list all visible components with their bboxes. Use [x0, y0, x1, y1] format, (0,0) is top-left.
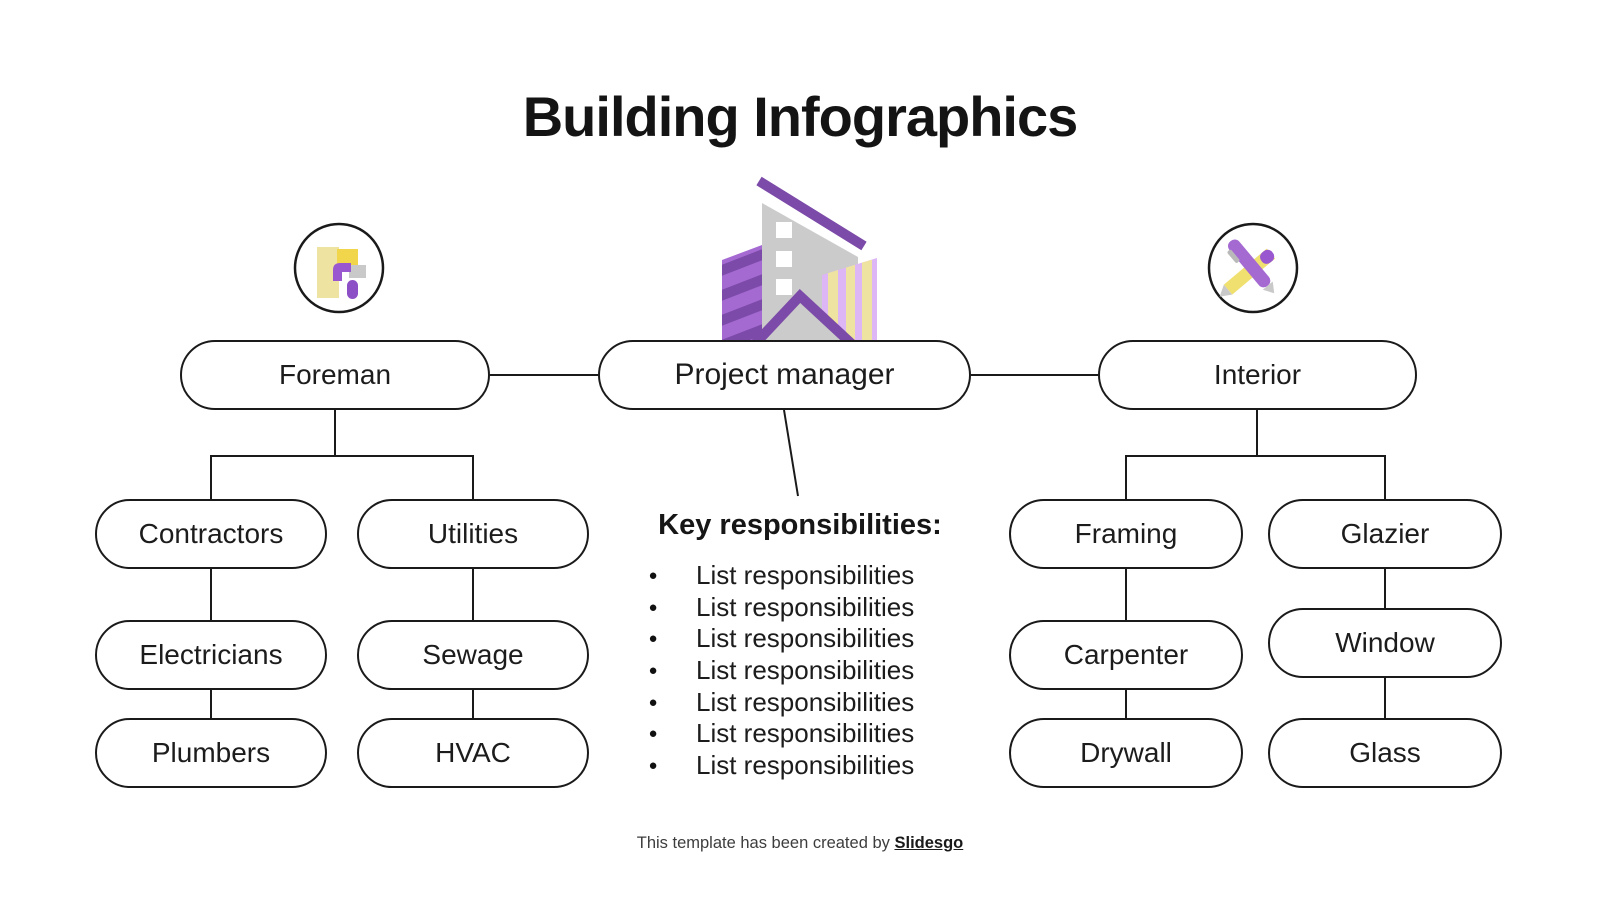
- bullet-icon: ●: [648, 662, 658, 680]
- responsibility-text: List responsibilities: [696, 686, 915, 717]
- node-glazier-label: Glazier: [1340, 518, 1430, 549]
- node-plumbers-label: Plumbers: [151, 737, 271, 768]
- node-foreman-label: Foreman: [278, 359, 392, 390]
- node-drywall: Drywall: [1009, 718, 1243, 788]
- responsibility-text: List responsibilities: [696, 718, 915, 749]
- responsibility-item: ● List responsibilities: [620, 655, 1000, 687]
- node-carpenter: Carpenter: [1009, 620, 1243, 690]
- bullet-icon: ●: [648, 630, 658, 648]
- footer-text: This template has been created by: [636, 834, 890, 852]
- bullet-icon: ●: [648, 693, 658, 711]
- responsibility-text: List responsibilities: [696, 560, 915, 591]
- bullet-icon: ●: [648, 756, 658, 774]
- node-glazier: Glazier: [1268, 499, 1502, 569]
- responsibility-item: ● List responsibilities: [620, 718, 1000, 750]
- bullet-icon: ●: [648, 725, 658, 743]
- responsibility-item: ● List responsibilities: [620, 592, 1000, 624]
- crossed-pencils-icon: [1207, 222, 1299, 314]
- node-framing: Framing: [1009, 499, 1243, 569]
- footer-attribution: This template has been created by Slides…: [0, 834, 1600, 853]
- node-hvac-label: HVAC: [435, 737, 511, 768]
- node-utilities: Utilities: [357, 499, 589, 569]
- responsibility-text: List responsibilities: [696, 591, 915, 622]
- node-drywall-label: Drywall: [1080, 737, 1172, 768]
- node-interior: Interior: [1098, 340, 1417, 410]
- node-carpenter-label: Carpenter: [1063, 639, 1189, 670]
- responsibility-text: List responsibilities: [696, 655, 915, 686]
- node-interior-label: Interior: [1213, 359, 1302, 390]
- bullet-icon: ●: [648, 567, 658, 585]
- node-project-manager: Project manager: [598, 340, 971, 410]
- node-window: Window: [1268, 608, 1502, 678]
- responsibility-item: ● List responsibilities: [620, 623, 1000, 655]
- node-hvac: HVAC: [357, 718, 589, 788]
- node-contractors: Contractors: [95, 499, 327, 569]
- bullet-icon: ●: [648, 598, 658, 616]
- paint-roller-icon: [293, 222, 385, 314]
- node-framing-label: Framing: [1074, 518, 1178, 549]
- responsibilities-list: ● List responsibilities ● List responsib…: [620, 560, 1000, 781]
- responsibility-text: List responsibilities: [696, 749, 915, 780]
- node-electricians-label: Electricians: [139, 639, 283, 670]
- responsibility-item: ● List responsibilities: [620, 560, 1000, 592]
- node-foreman: Foreman: [180, 340, 490, 410]
- responsibility-item: ● List responsibilities: [620, 750, 1000, 782]
- node-plumbers: Plumbers: [95, 718, 327, 788]
- node-sewage-label: Sewage: [422, 639, 524, 670]
- node-glass-label: Glass: [1349, 737, 1421, 768]
- node-window-label: Window: [1335, 627, 1435, 658]
- slidesgo-link[interactable]: Slidesgo: [894, 834, 964, 852]
- building-icon: [722, 176, 877, 345]
- node-sewage: Sewage: [357, 620, 589, 690]
- responsibility-text: List responsibilities: [696, 623, 915, 654]
- node-project-manager-label: Project manager: [674, 358, 895, 391]
- responsibilities-heading: Key responsibilities:: [658, 509, 942, 541]
- responsibility-item: ● List responsibilities: [620, 686, 1000, 718]
- node-electricians: Electricians: [95, 620, 327, 690]
- node-glass: Glass: [1268, 718, 1502, 788]
- node-utilities-label: Utilities: [427, 518, 519, 549]
- page-title: Building Infographics: [522, 85, 1079, 148]
- node-contractors-label: Contractors: [138, 518, 284, 549]
